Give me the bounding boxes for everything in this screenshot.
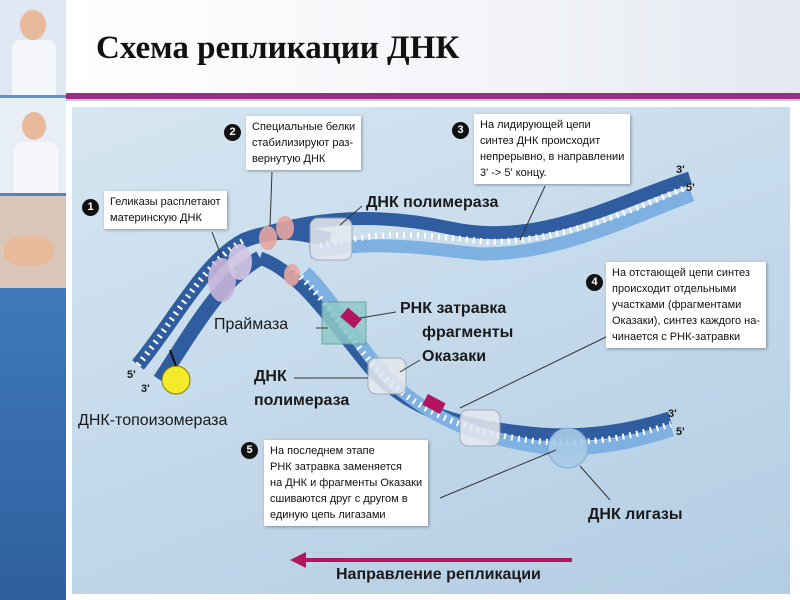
dna-ligase-shape — [547, 427, 589, 469]
photo-hands — [0, 196, 66, 288]
leader-ligase — [579, 465, 611, 501]
ssb-protein — [259, 226, 277, 250]
label-dna-polymerase-bottom-2: полимераза — [254, 392, 350, 409]
ssb-protein-3 — [284, 264, 300, 286]
dna-polymerase-bottom-shape-2 — [459, 409, 501, 447]
leader-1 — [211, 231, 223, 259]
step-number-5: 5 — [241, 442, 258, 459]
label-dna-polymerase-top: ДНК полимераза — [366, 194, 499, 211]
title-rule — [66, 93, 800, 99]
leader-pol-top — [339, 205, 363, 226]
end-top-right-5: 5' — [686, 182, 695, 194]
ssb-protein-2 — [276, 216, 294, 240]
page-title: Схема репликации ДНК — [96, 30, 460, 66]
leader-2 — [269, 171, 273, 227]
dna-polymerase-top-shape — [309, 217, 353, 261]
photo-lab-worker — [0, 0, 66, 95]
primase-shape — [321, 301, 367, 345]
label-direction: Направление репликации — [336, 566, 541, 583]
step-number-1: 1 — [82, 199, 99, 216]
topoisomerase-stem — [169, 349, 177, 367]
parent-strand-ticks — [135, 237, 247, 367]
label-topoisomerase: ДНК-топоизомераза — [78, 412, 228, 429]
end-top-right-3: 3' — [676, 164, 685, 176]
label-okazaki-1: фрагменты — [422, 324, 514, 341]
title-rule-shadow — [66, 99, 800, 101]
leader-4 — [459, 335, 609, 409]
rna-primer-1 — [340, 307, 362, 329]
direction-arrow-head — [290, 552, 306, 568]
step-number-4: 4 — [586, 274, 603, 291]
header-background — [66, 0, 800, 93]
label-ligase: ДНК лигазы — [588, 506, 683, 523]
end-bottom-right-3: 3' — [668, 408, 677, 420]
step-number-3: 3 — [452, 122, 469, 139]
leader-5 — [439, 449, 557, 499]
leader-3 — [519, 185, 546, 241]
leader-okazaki — [399, 359, 421, 373]
label-dna-polymerase-bottom-1: ДНК — [254, 368, 287, 385]
helicase-protein-2 — [228, 244, 252, 280]
photo-doctor — [0, 98, 66, 193]
leader-primer — [359, 311, 397, 319]
topoisomerase-shape — [161, 365, 191, 395]
step-number-2: 2 — [224, 124, 241, 141]
end-left-5: 5' — [127, 369, 136, 381]
label-primase: Праймаза — [214, 316, 289, 333]
label-rna-primer: РНК затравка — [400, 300, 507, 317]
label-okazaki-2: Оказаки — [422, 348, 487, 365]
end-left-3: 3' — [141, 383, 150, 395]
leading-strand-new — [308, 188, 695, 261]
rna-primer-2 — [422, 394, 446, 414]
end-bottom-right-5: 5' — [676, 426, 685, 438]
dna-polymerase-bottom-shape — [367, 357, 407, 395]
